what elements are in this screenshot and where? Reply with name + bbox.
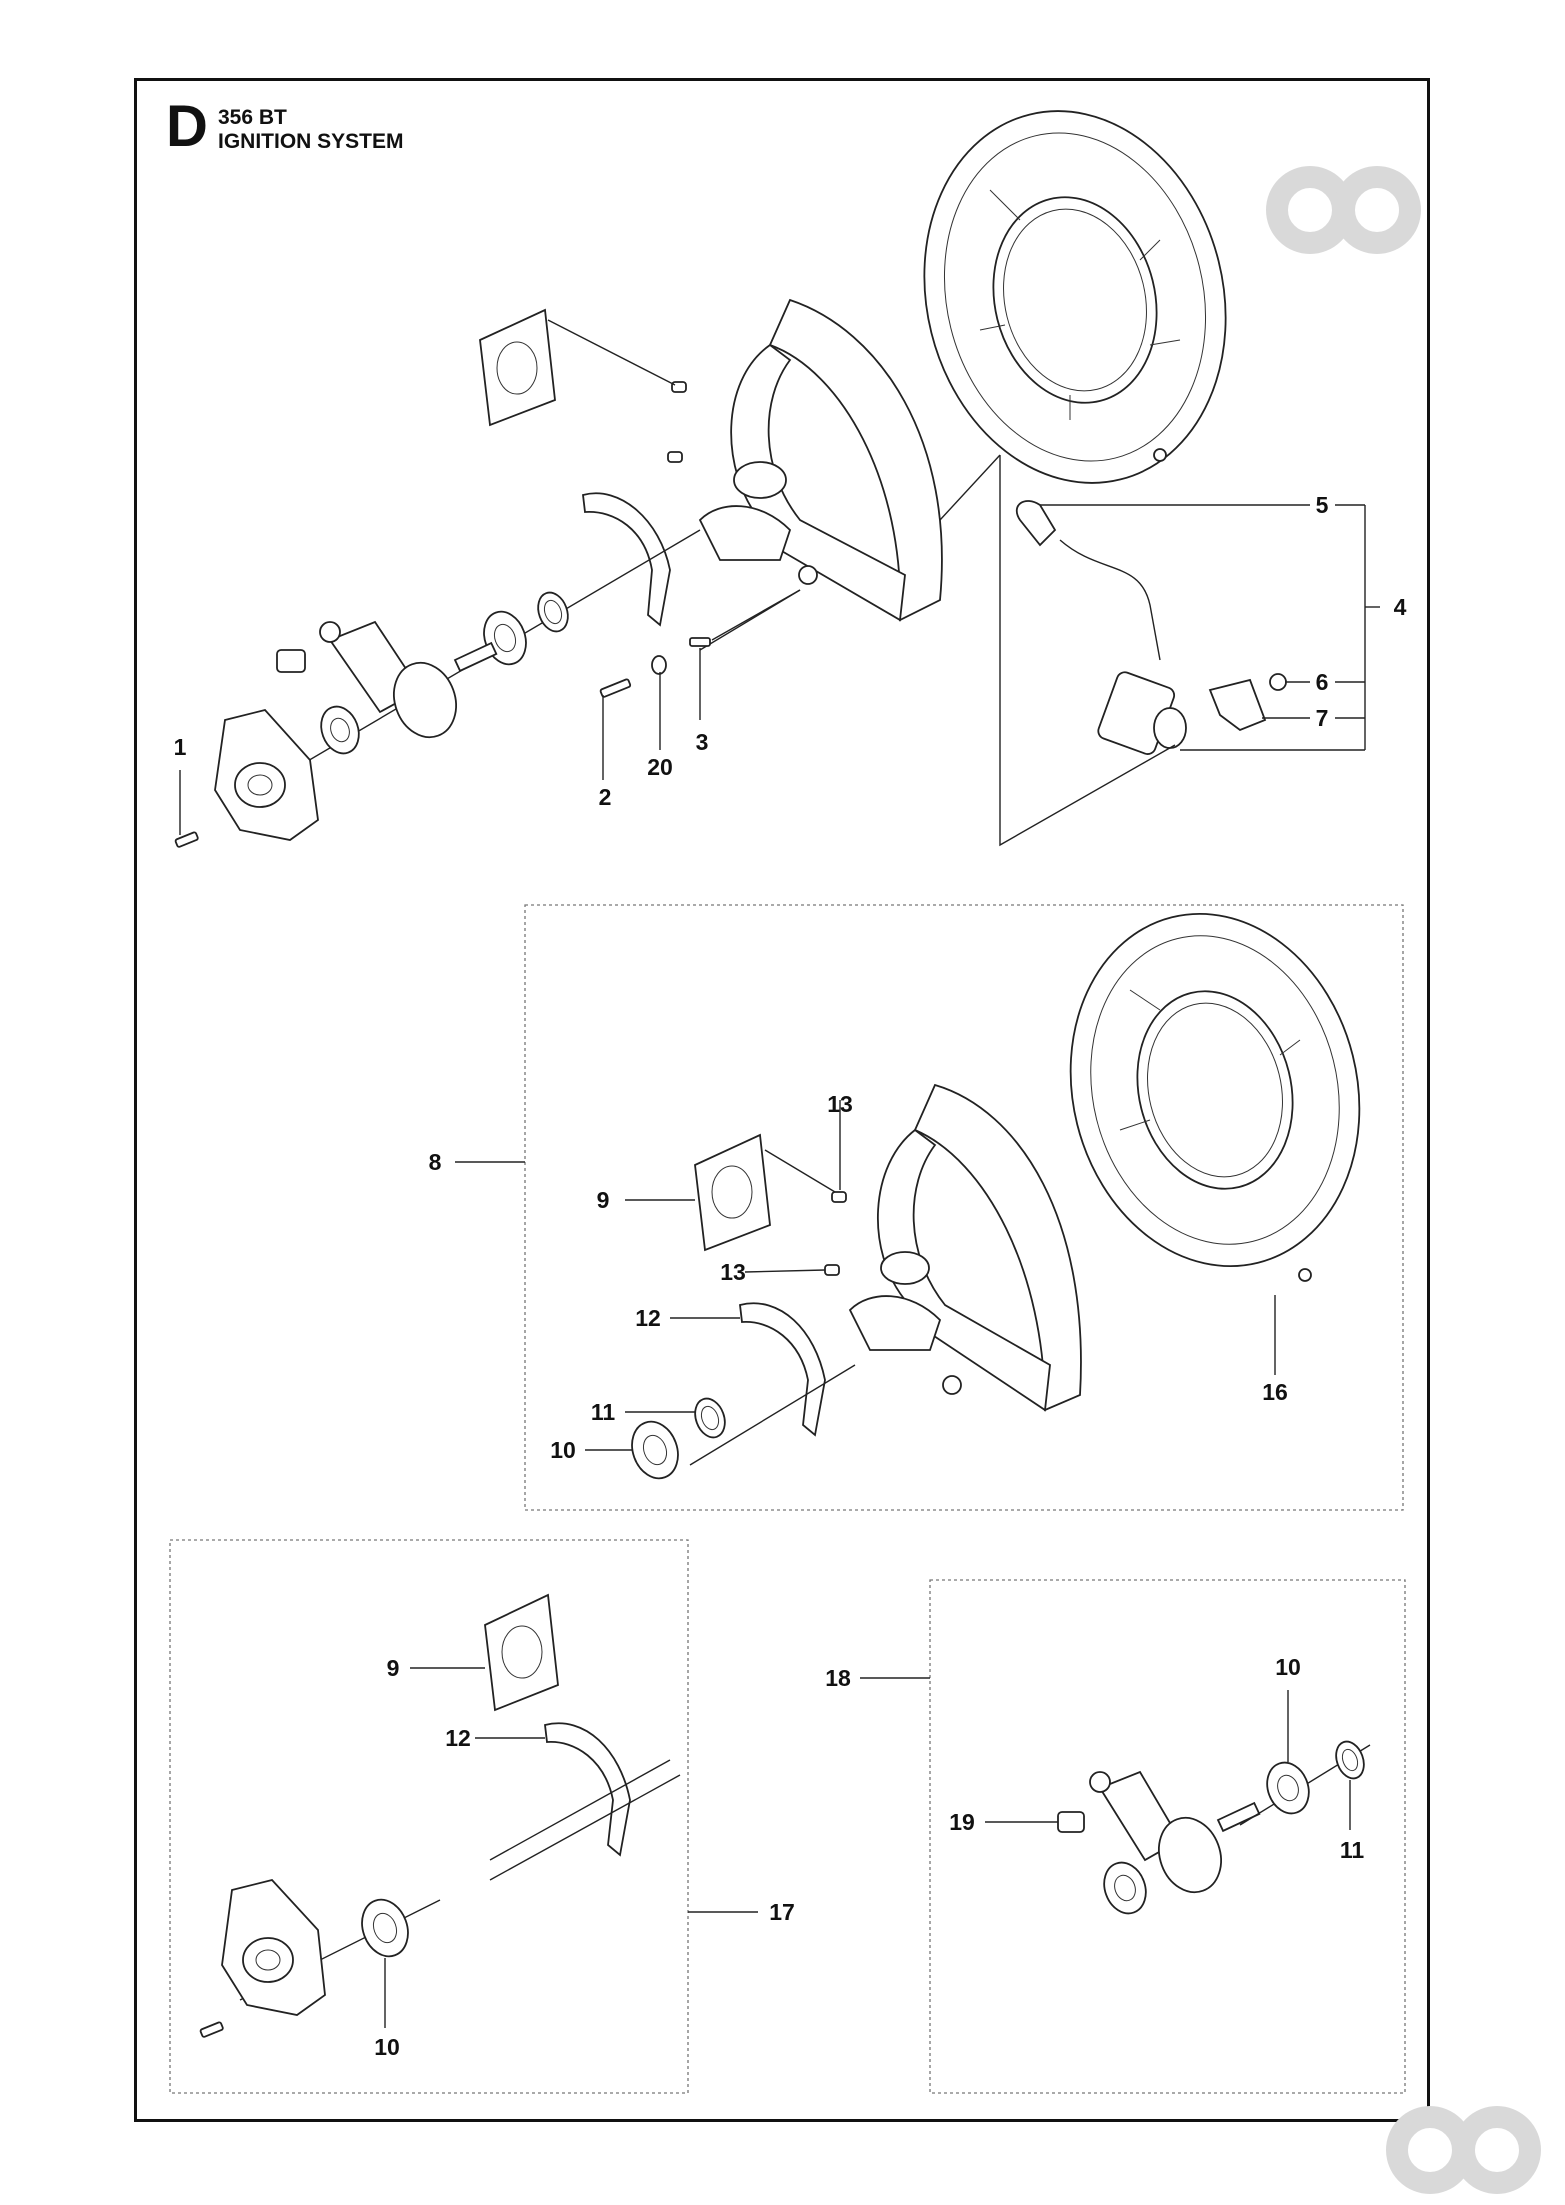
callout-12: 12	[445, 1725, 471, 1751]
callout-4: 4	[1394, 594, 1407, 620]
dowel-pin	[667, 381, 687, 463]
gasket	[582, 492, 671, 627]
brand-logo-icon	[1386, 2106, 1541, 2194]
kit-17-box	[169, 1539, 689, 2094]
callout-13: 13	[827, 1091, 853, 1117]
crankcase-cover	[221, 1878, 326, 2016]
callout-leaders	[985, 1690, 1351, 1830]
section-title: IGNITION SYSTEM	[218, 130, 404, 153]
key	[689, 637, 711, 647]
callout-10: 10	[550, 1437, 576, 1463]
ball-bearing	[320, 705, 360, 755]
callout-17: 17	[769, 1899, 795, 1925]
callout-leaders	[179, 454, 1380, 847]
callout-6: 6	[1316, 669, 1329, 695]
callout-7: 7	[1316, 705, 1329, 731]
ball-bearing	[1266, 1761, 1310, 1815]
flywheel	[923, 110, 1227, 484]
callout-16: 16	[1262, 1379, 1288, 1405]
brand-logo-icon	[1266, 166, 1421, 254]
ball-bearing	[483, 610, 527, 666]
gasket	[694, 1133, 771, 1252]
callout-19: 19	[949, 1809, 975, 1835]
callout-20: 20	[647, 754, 673, 780]
callout-leaders	[384, 1667, 758, 2028]
needle-bearing	[276, 649, 306, 673]
callout-12: 12	[635, 1305, 661, 1331]
seal-ring	[694, 1397, 726, 1439]
callout-1: 1	[174, 734, 187, 760]
screw	[174, 678, 632, 848]
nut	[1269, 673, 1287, 691]
callout-3: 3	[696, 729, 709, 755]
kit-18-box	[929, 1579, 1406, 2094]
gasket	[479, 308, 556, 427]
diagram-frame	[134, 78, 1430, 2122]
model-name: 356 BT	[218, 106, 287, 129]
ball-bearing	[631, 1420, 679, 1480]
callout-18: 18	[825, 1665, 851, 1691]
gasket	[544, 1722, 631, 1857]
ball-bearing	[1103, 1861, 1147, 1915]
ball-bearing	[361, 1898, 409, 1958]
callout-13: 13	[720, 1259, 746, 1285]
callout-9: 9	[597, 1187, 610, 1213]
gasket	[739, 1302, 826, 1437]
kit-8-box	[524, 904, 1404, 1511]
seal-ring	[537, 591, 569, 633]
ignition-module	[1015, 500, 1187, 755]
crankcase-half	[848, 1083, 1082, 1412]
callout-10: 10	[1275, 1654, 1301, 1680]
flywheel	[1069, 913, 1361, 1282]
callout-9: 9	[387, 1655, 400, 1681]
crankshaft	[1089, 1770, 1261, 1894]
dowel-pin	[824, 1191, 847, 1276]
callout-11: 11	[591, 1399, 616, 1425]
callout-5: 5	[1316, 492, 1329, 518]
crankcase-half	[698, 298, 943, 622]
needle-bearing	[1057, 1811, 1085, 1833]
crankshaft	[319, 620, 498, 739]
gasket	[484, 1593, 559, 1712]
section-letter: D	[166, 94, 208, 159]
callout-leaders	[585, 1199, 1276, 1451]
washer	[651, 655, 667, 675]
crankcase-cover	[214, 708, 319, 841]
seal-ring	[1335, 1740, 1365, 1780]
callout-10: 10	[374, 2034, 400, 2060]
callout-2: 2	[599, 784, 612, 810]
screw	[199, 2021, 224, 2038]
callout-11: 11	[1340, 1837, 1365, 1863]
bracket	[1208, 678, 1267, 732]
callout-8: 8	[429, 1149, 442, 1175]
